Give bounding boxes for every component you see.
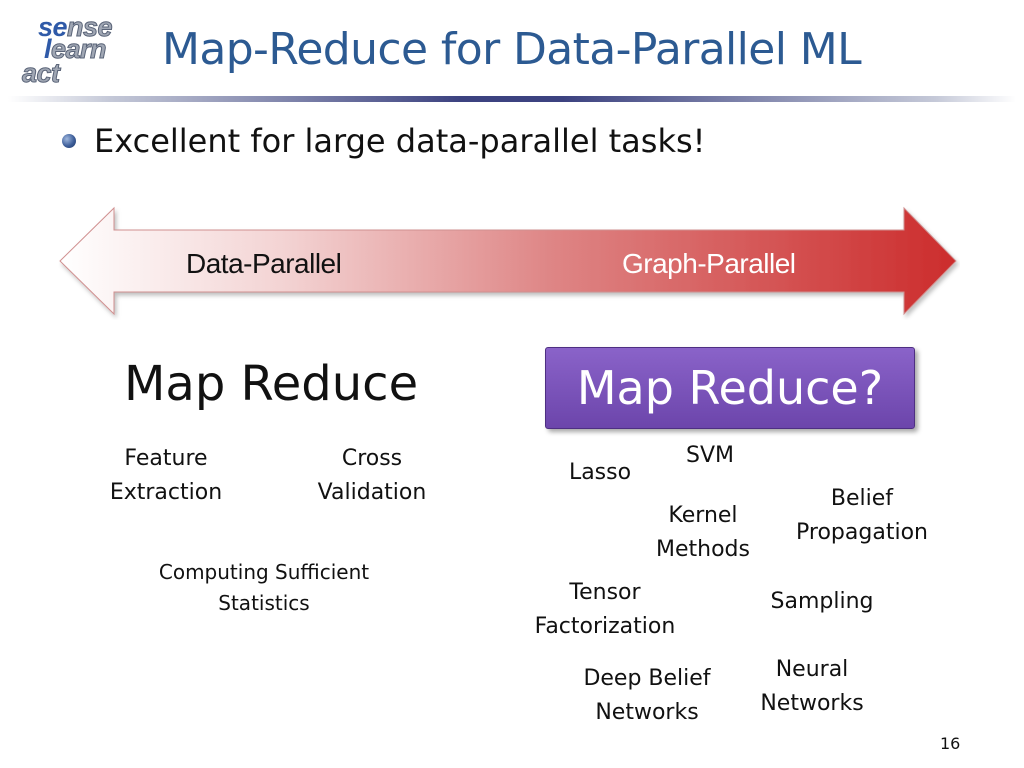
page-number: 16 xyxy=(940,734,961,753)
sense-learn-act-logo: sense learn act xyxy=(22,12,132,90)
map-reduce-question-box: Map Reduce? xyxy=(545,347,915,429)
item-neural-networks: Neural Networks xyxy=(760,657,864,716)
slide-title: Map-Reduce for Data-Parallel ML xyxy=(162,24,862,75)
item-deep-belief-networks: Deep Belief Networks xyxy=(583,666,711,725)
item-svm: SVM xyxy=(686,443,734,468)
map-reduce-question-label: Map Reduce? xyxy=(576,361,884,415)
logo-line-1: sense xyxy=(38,12,113,42)
bullet-text: Excellent for large data-parallel tasks! xyxy=(94,122,706,160)
item-cross-validation: Cross Validation xyxy=(317,446,427,505)
map-reduce-heading: Map Reduce xyxy=(124,356,419,412)
item-kernel-methods: Kernel Methods xyxy=(656,503,750,562)
data-parallel-label: Data-Parallel xyxy=(186,248,342,279)
item-computing-sufficient-statistics: Computing Sufficient Statistics xyxy=(158,560,370,615)
item-feature-extraction: Feature Extraction xyxy=(109,446,223,505)
logo-line-3: act xyxy=(22,58,61,88)
item-tensor-factorization: Tensor Factorization xyxy=(534,580,676,639)
graph-parallel-label: Graph-Parallel xyxy=(622,248,796,279)
item-sampling: Sampling xyxy=(770,589,874,614)
logo-line-2: learn xyxy=(44,34,107,64)
spectrum-double-arrow xyxy=(59,206,957,316)
item-belief-propagation: Belief Propagation xyxy=(796,486,928,545)
bullet-icon xyxy=(62,134,76,148)
title-divider xyxy=(8,96,1016,102)
item-lasso: Lasso xyxy=(568,460,632,485)
